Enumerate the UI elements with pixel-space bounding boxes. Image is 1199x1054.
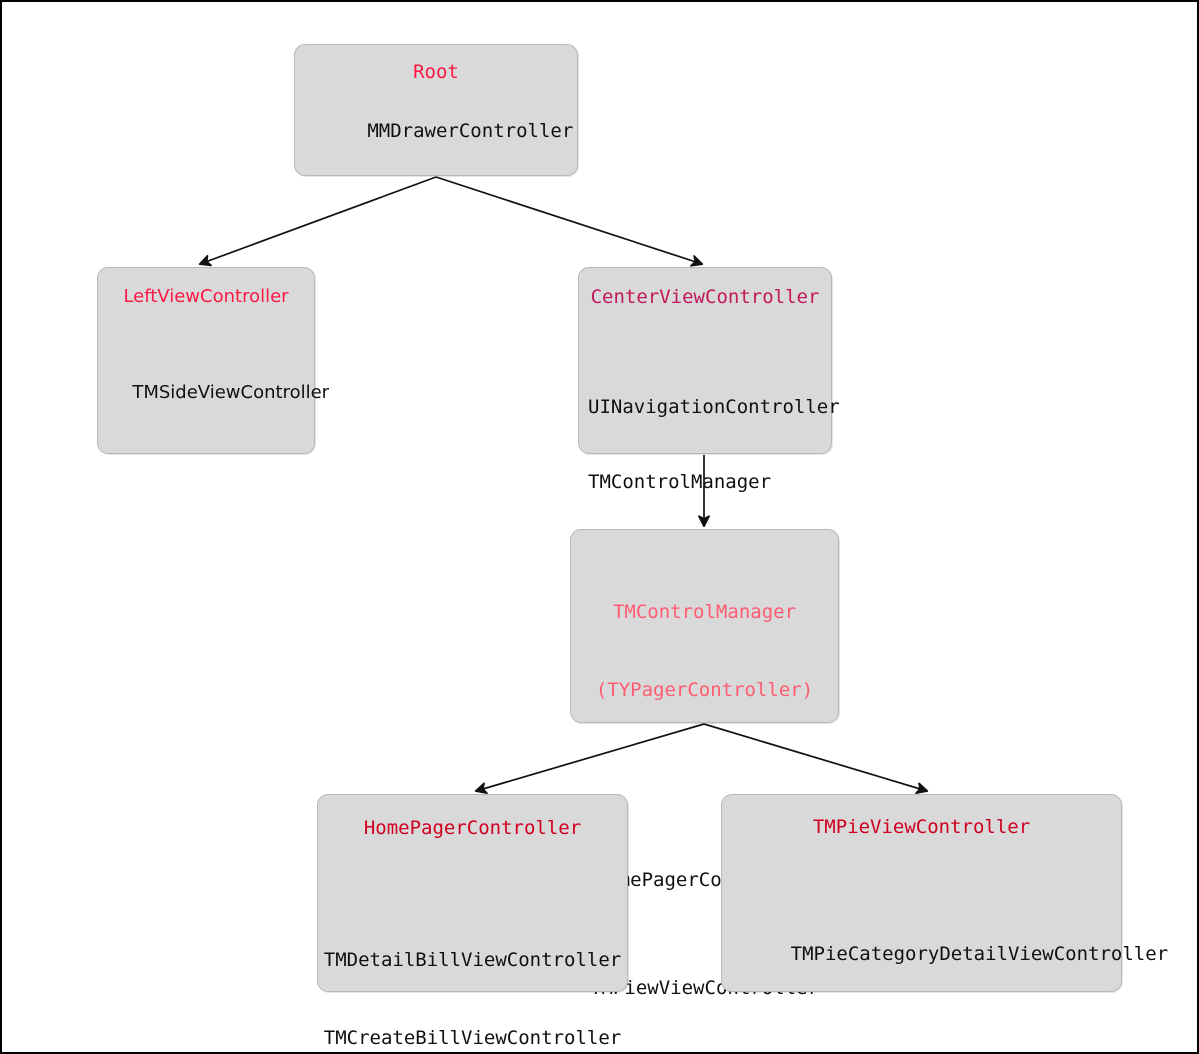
node-manager-title-line-1: TMControlManager: [612, 601, 797, 623]
edge-root-to-center: [435, 176, 702, 264]
node-home-body-line-1: TMDetailBillViewController: [323, 949, 622, 971]
node-center-body-line-1: UINavigationController: [588, 396, 840, 418]
node-pie-title: TMPieViewController: [812, 816, 1031, 838]
node-root-body: MMDrawerController: [295, 94, 577, 169]
node-center-view-controller[interactable]: CenterViewController UINavigationControl…: [578, 267, 840, 568]
node-left-body: TMSideViewController: [98, 355, 329, 430]
node-tm-control-manager[interactable]: TMControlManager (TYPagerController) Hom…: [570, 529, 839, 999]
node-pie-body: TMPieCategoryDetailViewController: [722, 917, 1169, 992]
node-left-title: LeftViewController: [123, 286, 289, 307]
node-root[interactable]: Root MMDrawerController: [294, 44, 578, 176]
node-center-body-line-2: TMControlManager: [588, 471, 772, 493]
node-manager-title-line-2: (TYPagerController): [595, 679, 814, 701]
node-root-title: Root: [413, 61, 459, 83]
node-manager-title: TMControlManager (TYPagerController): [571, 547, 838, 755]
node-home-title: HomePagerController: [363, 817, 582, 839]
node-left-view-controller[interactable]: LeftViewController TMSideViewController: [97, 267, 329, 454]
node-center-title: CenterViewController: [590, 286, 820, 308]
node-home-body-line-2: TMCreateBillViewController: [323, 1027, 622, 1049]
node-tm-pie-view-controller[interactable]: TMPieViewController TMPieCategoryDetailV…: [721, 794, 1169, 992]
node-left-body-line-1: TMSideViewController: [132, 382, 330, 403]
node-home-pager-controller[interactable]: HomePagerController TMDetailBillViewCont…: [317, 794, 628, 1049]
edge-root-to-left: [200, 176, 437, 264]
node-home-body: TMDetailBillViewController TMCreateBillV…: [318, 895, 627, 1052]
node-root-body-line-1: MMDrawerController: [367, 120, 574, 142]
node-pie-body-line-1: TMPieCategoryDetailViewController: [790, 943, 1169, 965]
